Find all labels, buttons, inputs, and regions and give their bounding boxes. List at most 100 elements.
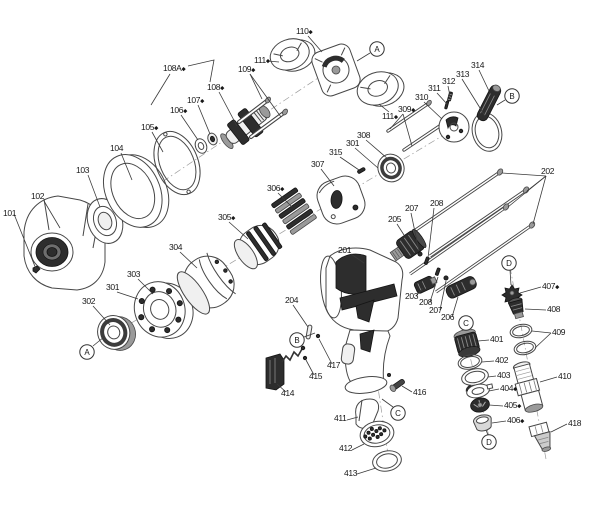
part-410-inlet-bushing bbox=[512, 361, 544, 413]
part-label-411: 411 bbox=[334, 413, 347, 423]
part-105-gasket bbox=[153, 130, 201, 196]
part-302-bearing bbox=[97, 315, 136, 351]
part-label-406: 406◆ bbox=[507, 415, 525, 425]
part-label-417: 417 bbox=[327, 360, 341, 370]
part-403-ring bbox=[461, 368, 489, 386]
kit-diamond-mark: ◆ bbox=[220, 86, 225, 92]
part-label-205: 205 bbox=[388, 214, 402, 224]
part-label-202: 202 bbox=[541, 166, 555, 176]
part-label-408: 408 bbox=[547, 304, 561, 314]
ref-bubble-A bbox=[369, 41, 385, 57]
ref-bubble-A bbox=[79, 344, 95, 360]
kit-diamond-mark: ◆ bbox=[183, 109, 188, 115]
leader-line-314 bbox=[478, 69, 490, 92]
part-label-405: 405◆ bbox=[504, 400, 522, 410]
leader-line-408 bbox=[524, 308, 547, 311]
part-314-reverse-lever bbox=[476, 84, 502, 122]
part-label-313: 313 bbox=[456, 69, 470, 79]
part-label-201: 201 bbox=[338, 245, 352, 255]
ref-bubble-C bbox=[458, 315, 474, 331]
part-412-muffler bbox=[359, 420, 395, 448]
part-207-detent-ball-bottom bbox=[443, 275, 449, 281]
part-312-spring-pin bbox=[447, 91, 453, 102]
part-label-401: 401 bbox=[490, 334, 504, 344]
part-label-410: 410 bbox=[558, 371, 572, 381]
part-label-415: 415 bbox=[309, 371, 323, 381]
part-label-101: 101 bbox=[3, 208, 17, 218]
leader-line-111 bbox=[378, 103, 390, 113]
kit-diamond-mark: ◆ bbox=[251, 68, 256, 74]
ref-bubble-C bbox=[390, 405, 406, 421]
leader-line-108 bbox=[218, 91, 238, 127]
leader-line-205 bbox=[396, 223, 405, 236]
part-label-311: 311 bbox=[428, 83, 441, 93]
leader-line-109 bbox=[249, 73, 282, 118]
part-304-cylinder bbox=[176, 252, 236, 315]
part-101-set-screw bbox=[32, 265, 41, 274]
part-311-pin bbox=[444, 100, 450, 110]
part-label-206: 206 bbox=[441, 312, 455, 322]
part-418-inlet-nipple bbox=[528, 421, 552, 452]
part-414-trigger-valve bbox=[265, 345, 306, 391]
leader-line-ref-D bbox=[509, 269, 512, 286]
part-202-tie-bolts bbox=[403, 168, 536, 294]
leader-line-108A bbox=[150, 73, 171, 106]
part-label-305: 305◆ bbox=[218, 212, 236, 222]
part-label-102: 102 bbox=[31, 191, 45, 201]
part-label-207: 207 bbox=[405, 203, 419, 213]
leader-line-310 bbox=[423, 101, 443, 120]
part-label-301: 301 bbox=[106, 282, 120, 292]
leader-line-ref-D bbox=[485, 429, 489, 436]
leader-line-407 bbox=[519, 286, 542, 294]
part-315-pin bbox=[357, 167, 366, 174]
part-406-cup-seal bbox=[473, 414, 492, 432]
leader-line-302 bbox=[92, 305, 111, 326]
ref-bubble-letter-C: C bbox=[463, 319, 469, 328]
leader-line-418 bbox=[550, 423, 568, 433]
leader-line-313 bbox=[461, 78, 486, 117]
part-label-107: 107◆ bbox=[187, 95, 205, 105]
part-label-312: 312 bbox=[442, 76, 456, 86]
part-label-304: 304 bbox=[169, 242, 183, 252]
part-102-hammer-case bbox=[23, 195, 106, 291]
part-valve-spring bbox=[281, 348, 303, 363]
part-label-103: 103 bbox=[76, 165, 90, 175]
leader-line-107 bbox=[197, 104, 211, 135]
leader-line-311 bbox=[436, 92, 448, 105]
leader-line-305 bbox=[228, 221, 249, 240]
kit-diamond-mark: ◆ bbox=[280, 187, 285, 193]
leader-line-413 bbox=[356, 467, 377, 475]
part-108-camshaft bbox=[220, 105, 271, 149]
kit-diamond-mark: ◆ bbox=[200, 99, 205, 105]
leader-line-104 bbox=[120, 152, 133, 181]
leader-line-409 bbox=[534, 332, 552, 349]
kit-diamond-mark: ◆ bbox=[309, 30, 314, 36]
leader-line-309 bbox=[389, 113, 404, 130]
axis-exhaust-group bbox=[369, 333, 391, 469]
part-104-ring-gear bbox=[102, 154, 170, 228]
ref-bubble-letter-D: D bbox=[506, 259, 512, 268]
leader-line-411 bbox=[346, 416, 359, 421]
leader-line-410 bbox=[539, 376, 558, 383]
leader-line-109 bbox=[249, 73, 263, 100]
kit-diamond-mark: ◆ bbox=[154, 126, 159, 132]
leader-line-110 bbox=[307, 35, 323, 53]
part-109-hammer-pins bbox=[237, 96, 288, 139]
part-208-detent-spring-bottom bbox=[434, 267, 441, 276]
part-label-310: 310 bbox=[415, 92, 429, 102]
part-405-valve-disc bbox=[470, 397, 490, 413]
kit-diamond-mark: ◆ bbox=[181, 67, 186, 73]
leader-line-202 bbox=[501, 172, 547, 177]
leader-line-406 bbox=[491, 420, 507, 424]
part-107-nut bbox=[207, 132, 218, 146]
leader-line-405 bbox=[488, 404, 504, 407]
part-label-111: 111◆ bbox=[382, 111, 399, 121]
ref-bubble-letter-C: C bbox=[395, 409, 401, 418]
part-404-washer bbox=[465, 383, 494, 399]
axis-motor-group bbox=[117, 123, 463, 332]
leader-line-ref-C bbox=[381, 398, 394, 408]
leader-line-415 bbox=[305, 359, 315, 376]
part-label-204: 204 bbox=[285, 295, 299, 305]
